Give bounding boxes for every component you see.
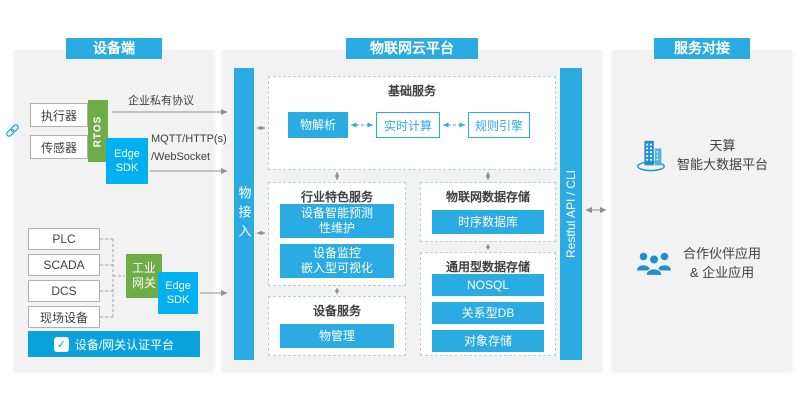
device-monitoring-box: 设备监控 嵌入型可视化 xyxy=(280,244,394,278)
people-icon xyxy=(634,249,674,277)
object-storage-box: 对象存储 xyxy=(432,330,544,352)
edge-sdk-top-box: Edge SDK xyxy=(106,138,148,184)
auth-platform-label: 设备/网关认证平台 xyxy=(74,337,175,352)
device-monitoring-label: 设备监控 嵌入型可视化 xyxy=(300,246,373,275)
general-storage-title: 通用型数据存储 xyxy=(445,260,530,274)
websocket-label: /WebSocket xyxy=(151,151,211,163)
device-panel-tab: 设备端 xyxy=(66,38,162,59)
rtos-box: RTOS xyxy=(88,100,108,162)
device-services-title: 设备服务 xyxy=(312,304,361,318)
industrial-gateway-box: 工业网关 xyxy=(126,254,162,298)
sensor-box: 传感器 xyxy=(30,135,88,159)
realtime-computing-box: 实时计算 xyxy=(376,112,440,138)
bigdata-platform-label: 天算 智能大数据平台 xyxy=(677,138,769,172)
plc-box: PLC xyxy=(28,228,100,250)
link-icon xyxy=(4,122,21,139)
scada-box: SCADA xyxy=(28,254,100,276)
service-panel-tab: 服务对接 xyxy=(654,38,750,59)
iot-storage-title: 物联网数据存储 xyxy=(445,190,530,204)
edge-sdk-bottom-box: Edge SDK xyxy=(158,272,198,314)
dcs-box: DCS xyxy=(28,280,100,302)
restful-api-label: Restful API / CLI xyxy=(564,169,579,259)
thing-management-box: 物管理 xyxy=(280,324,394,348)
partner-apps-label: 合作伙伴应用 & 企业应用 xyxy=(683,246,762,280)
relational-db-box: 关系型DB xyxy=(432,302,544,324)
bigdata-platform-item: 天算 智能大数据平台 xyxy=(634,136,768,174)
building-icon xyxy=(634,137,668,173)
field-device-box: 现场设备 xyxy=(28,306,100,328)
cloud-panel-tab: 物联网云平台 xyxy=(346,38,478,59)
partner-apps-item: 合作伙伴应用 & 企业应用 xyxy=(634,244,761,282)
mqtt-label: MQTT/HTTP(s) xyxy=(151,133,227,145)
industry-services-title: 行业特色服务 xyxy=(300,190,373,204)
auth-platform-bar: ✓ 设备/网关认证平台 xyxy=(28,331,200,357)
predictive-maintenance-box: 设备智能预测 性维护 xyxy=(280,204,394,238)
timeseries-db-box: 时序数据库 xyxy=(432,210,544,234)
private-protocol-label: 企业私有协议 xyxy=(128,95,194,107)
rtos-label: RTOS xyxy=(92,115,104,147)
actuator-box: 执行器 xyxy=(30,103,88,127)
service-panel xyxy=(612,50,792,370)
thing-parsing-box: 物解析 xyxy=(288,112,348,138)
nosql-box: NOSQL xyxy=(432,274,544,296)
rule-engine-box: 规则引擎 xyxy=(468,112,530,138)
thing-access-label: 物接入 xyxy=(236,185,252,243)
checkmark-icon: ✓ xyxy=(53,336,69,352)
thing-access-bar: 物接入 xyxy=(234,68,254,360)
basic-services-title: 基础服务 xyxy=(387,84,436,98)
restful-api-bar: Restful API / CLI xyxy=(560,68,582,360)
predictive-maintenance-label: 设备智能预测 性维护 xyxy=(300,206,373,235)
